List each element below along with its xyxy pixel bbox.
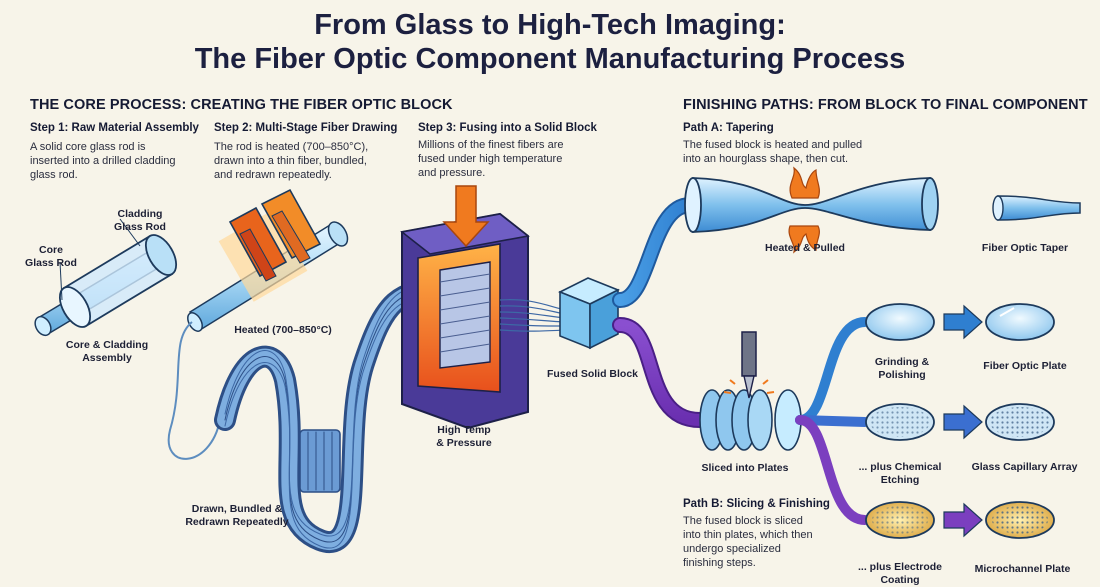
step1-line3: glass rod. bbox=[30, 169, 78, 181]
label-etching: ... plus Chemical Etching bbox=[845, 461, 955, 487]
label-drawn: Drawn, Bundled & Redrawn Repeatedly bbox=[172, 503, 302, 529]
label-drawn-line1: Drawn, Bundled & bbox=[191, 503, 283, 515]
label-core-line1: Core bbox=[39, 244, 63, 256]
flame-icon bbox=[788, 166, 820, 254]
step2-line1: The rod is heated (700–850°C), bbox=[214, 141, 369, 153]
pathA-line1: The fused block is heated and pulled bbox=[683, 139, 863, 151]
label-hightemp-line2: & Pressure bbox=[436, 437, 492, 449]
step1-text: A solid core glass rod is inserted into … bbox=[30, 140, 176, 182]
label-hightemp: High Temp & Pressure bbox=[424, 424, 504, 450]
pathB-line1: The fused block is sliced bbox=[683, 515, 803, 527]
pathA-title: Path A: Tapering bbox=[683, 122, 774, 134]
fiber-optic-plate-icon bbox=[985, 303, 1055, 341]
label-heated-pulled: Heated & Pulled bbox=[765, 242, 845, 254]
label-assembly-line2: Assembly bbox=[82, 352, 132, 364]
step2-line2: drawn into a thin fiber, bundled, bbox=[214, 155, 367, 167]
sliced-plates-icon bbox=[699, 389, 802, 451]
step2-line3: and redrawn repeatedly. bbox=[214, 169, 332, 181]
label-electrode: ... plus Electrode Coating bbox=[845, 561, 955, 587]
furnace-icon bbox=[400, 185, 530, 430]
label-assembly: Core & Cladding Assembly bbox=[52, 339, 162, 365]
step2-text: The rod is heated (700–850°C), drawn int… bbox=[214, 140, 368, 182]
pathB-line4: finishing steps. bbox=[683, 557, 756, 569]
label-etching-line1: ... plus Chemical bbox=[858, 461, 942, 473]
pathB-line2: into thin plates, which then bbox=[683, 529, 813, 541]
label-grinding-line1: Grinding & bbox=[874, 356, 930, 368]
label-fiber-taper: Fiber Optic Taper bbox=[981, 242, 1069, 254]
label-microchannel: Microchannel Plate bbox=[974, 563, 1071, 575]
label-cladding-line1: Cladding bbox=[117, 208, 163, 220]
label-cladding: Cladding Glass Rod bbox=[100, 208, 180, 234]
label-fiber-plate: Fiber Optic Plate bbox=[983, 360, 1067, 372]
label-capillary: Glass Capillary Array bbox=[971, 461, 1078, 473]
fiber-optic-taper-icon bbox=[992, 195, 1081, 221]
step1-line2: inserted into a drilled cladding bbox=[30, 155, 176, 167]
step3-line3: and pressure. bbox=[418, 167, 486, 179]
step2-title: Step 2: Multi-Stage Fiber Drawing bbox=[214, 122, 398, 134]
page-title-line2: The Fiber Optic Component Manufacturing … bbox=[194, 43, 906, 75]
step1-title: Step 1: Raw Material Assembly bbox=[30, 122, 199, 134]
pathB-text: The fused block is sliced into thin plat… bbox=[683, 514, 813, 570]
label-etching-line2: Etching bbox=[880, 474, 920, 486]
label-electrode-line1: ... plus Electrode bbox=[857, 561, 943, 573]
label-heated: Heated (700–850°C) bbox=[234, 324, 332, 336]
label-drawn-line2: Redrawn Repeatedly bbox=[185, 516, 289, 528]
label-fused-block: Fused Solid Block bbox=[546, 368, 638, 380]
slicer-blade-icon bbox=[723, 331, 775, 399]
polished-disc-icon bbox=[865, 303, 935, 341]
branch-connectors bbox=[795, 317, 870, 525]
core-process-heading: THE CORE PROCESS: CREATING THE FIBER OPT… bbox=[30, 97, 453, 113]
label-sliced: Sliced into Plates bbox=[701, 462, 789, 474]
pathA-text: The fused block is heated and pulled int… bbox=[683, 138, 862, 166]
arrow-right-icon bbox=[943, 304, 983, 538]
taper-icon bbox=[684, 177, 939, 233]
label-hightemp-line1: High Temp bbox=[437, 424, 491, 436]
label-grinding-line2: Polishing bbox=[878, 369, 926, 381]
step3-text: Millions of the finest fibers are fused … bbox=[418, 138, 564, 180]
glass-rod-icon bbox=[34, 218, 178, 337]
pathB-line3: undergo specialized bbox=[683, 543, 781, 555]
label-core-line2: Glass Rod bbox=[25, 257, 77, 269]
page-title-line1: From Glass to High-Tech Imaging: bbox=[314, 9, 786, 41]
fiber-bundle-icon bbox=[214, 279, 451, 553]
label-core: Core Glass Rod bbox=[16, 244, 86, 270]
solid-block-icon bbox=[558, 277, 620, 350]
label-grinding: Grinding & Polishing bbox=[862, 356, 942, 382]
label-assembly-line1: Core & Cladding bbox=[65, 339, 149, 351]
step3-title: Step 3: Fusing into a Solid Block bbox=[418, 122, 597, 134]
step1-line1: A solid core glass rod is bbox=[30, 141, 146, 153]
label-cladding-line2: Glass Rod bbox=[114, 221, 166, 233]
pathA-line2: into an hourglass shape, then cut. bbox=[683, 153, 849, 165]
finishing-paths-heading: FINISHING PATHS: FROM BLOCK TO FINAL COM… bbox=[683, 97, 1088, 113]
step3-line2: fused under high temperature bbox=[418, 153, 563, 165]
step3-line1: Millions of the finest fibers are bbox=[418, 139, 564, 151]
heater-coil-icon bbox=[167, 188, 349, 460]
label-electrode-line2: Coating bbox=[880, 574, 920, 586]
pathB-title: Path B: Slicing & Finishing bbox=[683, 498, 830, 510]
